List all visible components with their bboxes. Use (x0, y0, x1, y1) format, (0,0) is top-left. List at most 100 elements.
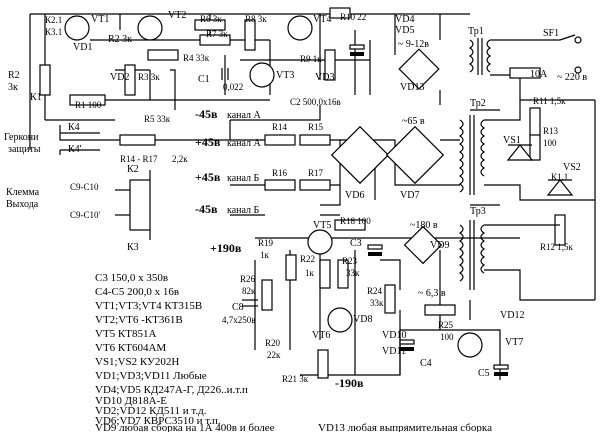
resistor-r19 (285, 254, 297, 281)
label-vt3: VT3 (276, 70, 294, 81)
legend-line: VT6 КТ604АМ (95, 342, 166, 354)
label-r17: R17 (308, 168, 324, 178)
label-r22: R22 (300, 254, 315, 264)
component-labels: R2 3к К2.1 К3.1 VT1 VD1 VT2 R2 3к R6 3к … (4, 10, 587, 384)
label-vd3: VD3 (315, 72, 334, 83)
resistor-r10 (329, 7, 351, 19)
label-r19-value: 1к (260, 250, 270, 260)
legend-extra: VD13 любая выпрямительная сборка (318, 422, 492, 432)
label-r4: R4 33к (183, 53, 210, 63)
capacitor-c4 (399, 339, 415, 351)
resistor-r4 (147, 49, 179, 61)
resistor-r11 (529, 107, 541, 139)
label-vd12: VD12 (500, 310, 524, 321)
label-vd8: VD8 (353, 314, 372, 325)
label-c4: C4 (420, 358, 432, 369)
label-vd9: VD9 (430, 240, 449, 251)
label-c8: C8 (232, 302, 244, 313)
thyristor-vs1 (506, 144, 534, 161)
label-k3: К3 (127, 242, 139, 253)
label-k4p: К4' (68, 144, 82, 155)
transformer-tp1 (468, 38, 492, 75)
label-sf1: SF1 (543, 28, 559, 39)
transistor-vt7 (457, 332, 483, 358)
label-r20-value: 22к (267, 350, 281, 360)
voltage-minus45-a: -45в (195, 107, 218, 121)
label-k4: К4 (68, 122, 80, 133)
resistor-r6 (194, 19, 226, 31)
voltage-plus190: +190в (210, 241, 242, 255)
label-c5: C5 (478, 368, 490, 379)
resistor-r9 (324, 49, 336, 81)
label-tp3: Тр3 (470, 206, 486, 217)
label-k2-1: К2.1 (45, 15, 62, 25)
legend-line: VD10 Д818А-Е (95, 395, 167, 407)
voltage-plus45-b: +45в (195, 170, 221, 184)
resistor-r2 (39, 64, 51, 96)
resistor-r14 (264, 134, 296, 146)
label-vd1: VD1 (73, 42, 92, 53)
label-vt1: VT1 (91, 14, 109, 25)
label-9-12v: ~ 9-12в (398, 39, 429, 50)
label-r5: R5 33к (144, 114, 171, 124)
label-vt5: VT5 (313, 220, 331, 231)
label-vd13: VD13 (400, 82, 424, 93)
label-r24-value: 33к (370, 298, 384, 308)
label-vt6: VT6 (312, 330, 330, 341)
label-r3: R3 3к (138, 72, 160, 82)
label-r21: R21 3к (282, 374, 309, 384)
diode-bridge-vd13 (398, 48, 440, 90)
label-vd2: VD2 (110, 72, 129, 83)
label-r25: R25 (438, 320, 454, 330)
diode-bridge-vd6 (330, 125, 390, 185)
label-vd11: VD11 (382, 346, 406, 357)
thyristor-vs2 (546, 179, 574, 196)
label-r2: R2 (8, 70, 20, 81)
label-tp2: Тр2 (470, 98, 486, 109)
label-c9-c10: C9-C10 (70, 182, 99, 192)
voltage-minus190: -190в (335, 376, 364, 390)
transistor-vt1 (64, 15, 90, 41)
label-r26-value: 82к (242, 286, 256, 296)
transistor-vt3 (249, 62, 275, 88)
label-vd10: VD10 (382, 330, 406, 341)
capacitor-c1 (221, 68, 229, 80)
resistor-r7 (199, 34, 231, 46)
resistor-r22 (319, 259, 331, 289)
label-r26: R26 (240, 274, 256, 284)
label-vt4: VT4 (313, 14, 331, 25)
label-vd4: VD4 (395, 14, 414, 25)
transistor-vt2 (137, 15, 163, 41)
diode-bridge-vd9 (403, 225, 443, 265)
resistor-r25 (424, 304, 456, 316)
label-r18: R18 100 (340, 216, 371, 226)
label-c2: C2 500,0x16в (290, 97, 341, 107)
label-65v: ~65 в (402, 116, 425, 127)
label-r13-value: 100 (543, 138, 557, 148)
capacitor-c5 (493, 364, 509, 376)
label-r25-value: 100 (440, 332, 454, 342)
legend-line: VD6;VD7 КВРС3510 и т.п. (95, 415, 221, 427)
resistor-r15 (299, 134, 331, 146)
transformer-tp3 (458, 220, 486, 290)
capacitor-c2 (349, 44, 365, 56)
resistor-r8 (244, 19, 256, 51)
relay-k2-k3 (115, 170, 151, 240)
resistor-r12 (554, 214, 566, 246)
resistor-r5 (119, 134, 156, 146)
label-k1: К1 (30, 92, 42, 103)
channel-b-label-2: канал Б (227, 205, 260, 216)
channel-a-label-1: канал А (227, 110, 262, 121)
resistor-r13 (529, 134, 541, 161)
label-r10: R10 22 (340, 12, 366, 22)
label-tp1: Тр1 (468, 26, 484, 37)
label-vd7: VD7 (400, 190, 419, 201)
label-zashity: защиты (8, 144, 41, 155)
label-r16: R16 (272, 168, 288, 178)
label-k3-1: К3.1 (45, 27, 62, 37)
legend-line: VD4;VD5 КД247А-Г, Д226..и.т.п (95, 384, 248, 396)
transistor-vt6 (327, 307, 353, 333)
transformer-tp2 (458, 115, 486, 195)
legend-line: C3 150,0 x 350в (95, 272, 168, 284)
